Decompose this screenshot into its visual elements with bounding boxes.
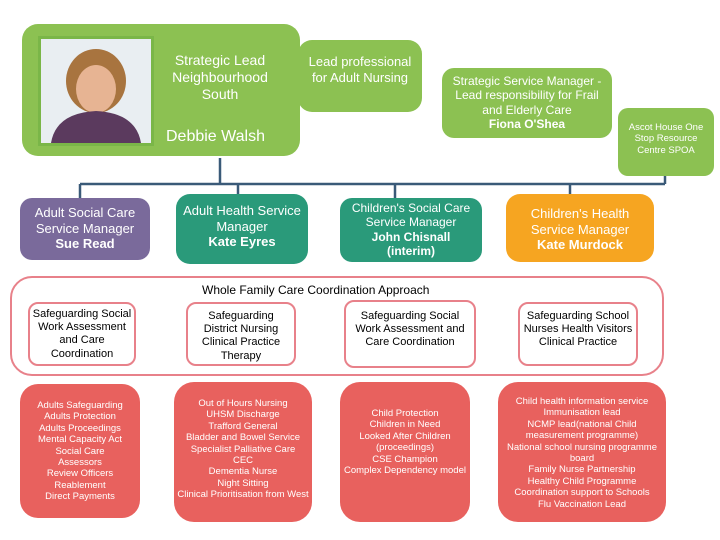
service-item: NCMP lead(national Child bbox=[527, 418, 637, 430]
service-item: UHSM Discharge bbox=[206, 409, 280, 421]
services-box-childrens-social-care: Child Protection Children in Need Looked… bbox=[340, 382, 470, 522]
manager-title: Adult Health Service Manager bbox=[183, 203, 301, 234]
manager-name: Kate Eyres bbox=[208, 234, 276, 250]
ascot-house-text: Ascot House One Stop Resource Centre SPO… bbox=[628, 122, 704, 156]
service-item: Review Officers bbox=[46, 468, 114, 480]
service-item: Mental Capacity Act bbox=[38, 434, 122, 446]
services-box-childrens-health: Child health information service Immunis… bbox=[498, 382, 666, 522]
service-item: Social Care bbox=[55, 445, 105, 457]
service-item: Flu Vaccination Lead bbox=[537, 498, 627, 510]
adult-nursing-lead-box: Lead professional for Adult Nursing bbox=[298, 40, 422, 112]
manager-title: Children's Social Care Service Manager bbox=[351, 201, 471, 230]
strategic-service-manager-box: Strategic Service Manager - Lead respons… bbox=[442, 68, 612, 138]
lead-photo-frame bbox=[38, 36, 154, 146]
service-item: Family Nurse Partnership bbox=[528, 464, 636, 476]
safeguarding-box-childrens-social-care: Safeguarding Social Work Assessment and … bbox=[344, 300, 476, 368]
service-item: Coordination support to Schools bbox=[514, 487, 650, 499]
service-item: Children in Need bbox=[369, 419, 441, 431]
ssm-name: Fiona O'Shea bbox=[488, 117, 566, 132]
service-item: Complex Dependency model bbox=[344, 464, 466, 476]
service-item: National school nursing programme bbox=[507, 441, 657, 453]
service-item: Adults Safeguarding bbox=[37, 400, 123, 411]
adult-nursing-lead-text: Lead professional for Adult Nursing bbox=[308, 54, 412, 85]
service-item: CEC bbox=[232, 454, 254, 466]
service-item: Specialist Palliative Care bbox=[190, 443, 296, 455]
service-item: Adults Proceedings bbox=[39, 422, 121, 434]
service-item: Clinical Prioritisation from West bbox=[177, 489, 309, 501]
manager-title: Adult Social Care Service Manager bbox=[34, 205, 136, 236]
service-item: Child Protection bbox=[371, 408, 439, 419]
service-item: Reablement bbox=[54, 479, 106, 491]
manager-childrens-social-care: Children's Social Care Service Manager J… bbox=[340, 198, 482, 262]
manager-name: John Chisnall bbox=[371, 229, 451, 244]
service-item: Assessors bbox=[58, 456, 102, 468]
manager-name: Kate Murdock bbox=[537, 237, 623, 253]
service-item: board bbox=[569, 452, 595, 464]
ssm-title: Strategic Service Manager - Lead respons… bbox=[452, 74, 602, 117]
service-item: (proceedings) bbox=[375, 442, 435, 454]
service-item: Looked After Children bbox=[359, 430, 451, 442]
service-item: Adults Protection bbox=[44, 411, 116, 423]
service-item: Night Sitting bbox=[217, 477, 269, 489]
service-item: Immunisation lead bbox=[543, 407, 621, 419]
manager-name: Sue Read bbox=[55, 236, 115, 252]
safeguarding-box-adult-social-care: Safeguarding Social Work Assessment and … bbox=[28, 302, 136, 366]
safeguarding-box-adult-health: Safeguarding District Nursing Clinical P… bbox=[186, 302, 296, 366]
service-item: Trafford General bbox=[208, 420, 278, 432]
manager-title: Children's Health Service Manager bbox=[530, 206, 630, 237]
service-item: Direct Payments bbox=[45, 491, 115, 503]
service-item: Dementia Nurse bbox=[208, 466, 278, 478]
service-item: CSE Champion bbox=[372, 453, 438, 465]
manager-childrens-health: Children's Health Service Manager Kate M… bbox=[506, 194, 654, 262]
person-photo-icon bbox=[41, 39, 151, 143]
manager-adult-health: Adult Health Service Manager Kate Eyres bbox=[176, 194, 308, 264]
services-box-adult-social-care: Adults Safeguarding Adults Protection Ad… bbox=[20, 384, 140, 518]
manager-adult-social-care: Adult Social Care Service Manager Sue Re… bbox=[20, 198, 150, 260]
whole-family-approach-outline bbox=[10, 276, 664, 376]
manager-note: (interim) bbox=[387, 244, 435, 259]
safeguarding-box-childrens-health: Safeguarding School Nurses Health Visito… bbox=[518, 302, 638, 366]
service-item: Child health information service bbox=[515, 396, 649, 407]
service-item: Healthy Child Programme bbox=[527, 475, 637, 487]
whole-family-approach-label: Whole Family Care Coordination Approach bbox=[200, 283, 432, 297]
ascot-house-box: Ascot House One Stop Resource Centre SPO… bbox=[618, 108, 714, 176]
service-item: Out of Hours Nursing bbox=[198, 398, 288, 409]
strategic-lead-name: Debbie Walsh bbox=[166, 128, 266, 145]
strategic-lead-title: Strategic Lead Neighbourhood South bbox=[172, 52, 268, 102]
service-item: measurement programme) bbox=[525, 430, 639, 442]
service-item: Bladder and Bowel Service bbox=[185, 432, 301, 444]
services-box-adult-health: Out of Hours Nursing UHSM Discharge Traf… bbox=[174, 382, 312, 522]
